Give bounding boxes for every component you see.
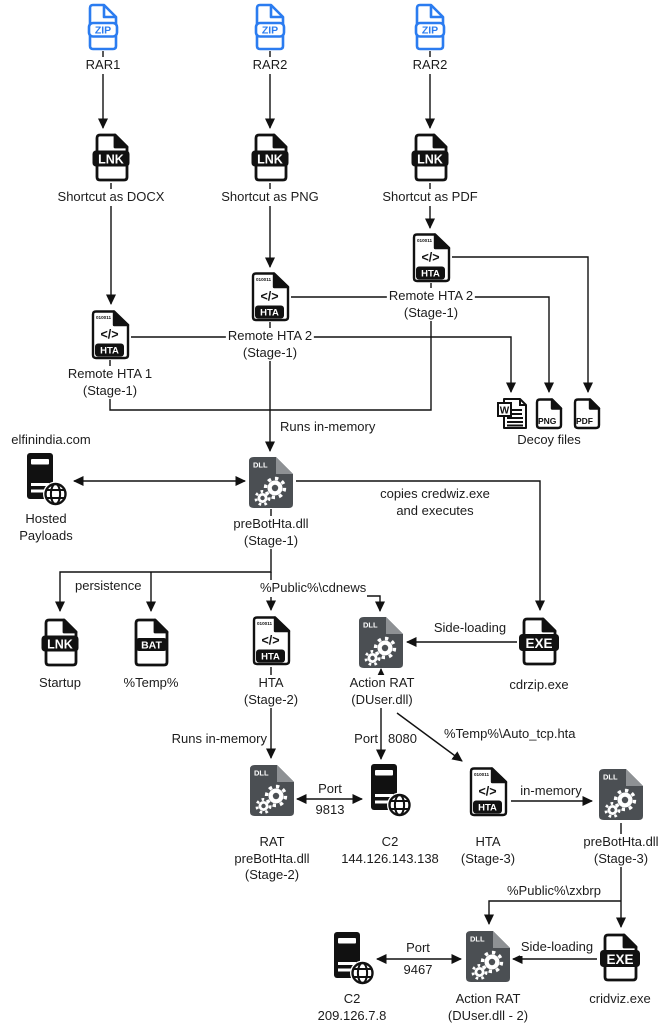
dll-file-icon	[464, 930, 512, 983]
node-label-rar2: RAR2	[250, 57, 290, 74]
node-label-hta-stage3: HTA (Stage-3)	[458, 834, 518, 867]
edge-label-runs-in-memory-1: Runs in-memory	[279, 419, 377, 436]
bat-file-icon	[129, 618, 173, 668]
node-label-remote-hta2-mid: Remote HTA 2 (Stage-1)	[225, 328, 315, 361]
exe-file-icon	[598, 933, 642, 983]
lnk-file-icon	[91, 133, 131, 183]
node-label-rar1: RAR1	[83, 57, 123, 74]
node-label-remote-hta1: Remote HTA 1 (Stage-1)	[65, 366, 155, 399]
lnk-file-icon	[250, 133, 290, 183]
zip-file-icon	[254, 3, 286, 51]
node-label-startup: Startup	[37, 675, 83, 692]
lnk-file-icon	[410, 133, 450, 183]
hosted-domain: elfinindia.com	[9, 432, 93, 449]
dll-file-icon	[357, 616, 405, 669]
edge-label-runs-in-memory-2: Runs in-memory	[170, 731, 268, 748]
node-label-remote-hta2-right: Remote HTA 2 (Stage-1)	[386, 288, 476, 321]
pdf-file-icon	[572, 398, 602, 430]
node-label-action-rat2: Action RAT (DUser.dll - 2)	[445, 991, 531, 1024]
server-icon	[366, 763, 412, 819]
dll-file-icon	[247, 456, 295, 509]
server-icon	[329, 931, 375, 987]
edge-label-public-zxbrp: %Public%\zxbrp	[506, 883, 602, 900]
edge-label-port-9467-word: Port	[405, 940, 431, 957]
node-label-decoy-files: Decoy files	[515, 432, 583, 449]
edge-label-port-8080-num: 8080	[387, 731, 418, 748]
node-label-prebothta-stage3: preBotHta.dll (Stage-3)	[581, 834, 661, 867]
zip-file-icon	[414, 3, 446, 51]
node-label-shortcut-docx: Shortcut as DOCX	[55, 189, 167, 206]
edge-label-side-loading-1: Side-loading	[432, 620, 508, 637]
node-label-action-rat1: Action RAT (DUser.dll)	[347, 675, 417, 708]
dll-file-icon	[248, 764, 296, 817]
node-label-temp-bat: %Temp%	[121, 675, 181, 692]
zip-file-icon	[87, 3, 119, 51]
node-label-hosted-payloads: Hosted Payloads	[17, 511, 75, 544]
node-label-cdrzip: cdrzip.exe	[507, 677, 571, 694]
word-doc-icon	[496, 397, 530, 431]
edge-label-persistence: persistence	[74, 578, 143, 595]
lnk-file-icon	[40, 618, 80, 668]
edge-label-public-cdnews: %Public%\cdnews	[259, 580, 368, 597]
edge-label-side-loading-2: Side-loading	[519, 939, 595, 956]
edge-label-port-8080-word: Port	[341, 731, 379, 748]
hta-file-icon	[250, 615, 292, 667]
exe-file-icon	[517, 617, 561, 667]
server-icon	[22, 452, 68, 508]
node-label-prebothta-stage1: preBotHta.dll (Stage-1)	[231, 516, 311, 549]
node-label-shortcut-png: Shortcut as PNG	[219, 189, 321, 206]
png-file-icon	[534, 398, 564, 430]
hta-file-icon	[89, 310, 131, 360]
node-label-c2-144: C2 144.126.143.138	[339, 834, 441, 867]
node-label-shortcut-pdf: Shortcut as PDF	[380, 189, 480, 206]
hta-file-icon	[249, 272, 291, 322]
edge-label-port-9813-num: 9813	[314, 802, 346, 819]
edge-label-port-9813-word: Port	[317, 781, 343, 798]
node-label-rar2b: RAR2	[410, 57, 450, 74]
node-label-c2-209: C2 209.126.7.8	[315, 991, 389, 1024]
node-label-rat-prebothta-stage2: RAT preBotHta.dll (Stage-2)	[232, 834, 312, 884]
edge-label-port-9467-num: 9467	[402, 962, 434, 979]
hta-file-icon	[467, 766, 509, 818]
node-label-hta-stage2: HTA (Stage-2)	[241, 675, 301, 708]
node-label-cridviz: cridviz.exe	[587, 991, 653, 1008]
hta-file-icon	[410, 233, 452, 283]
dll-file-icon	[597, 768, 645, 821]
edge-label-temp-auto-tcp: %Temp%\Auto_tcp.hta	[443, 726, 577, 743]
edge-label-in-memory-3: in-memory	[519, 783, 583, 800]
edge-label-copies-credwiz: copies credwiz.exe and executes	[379, 486, 491, 519]
